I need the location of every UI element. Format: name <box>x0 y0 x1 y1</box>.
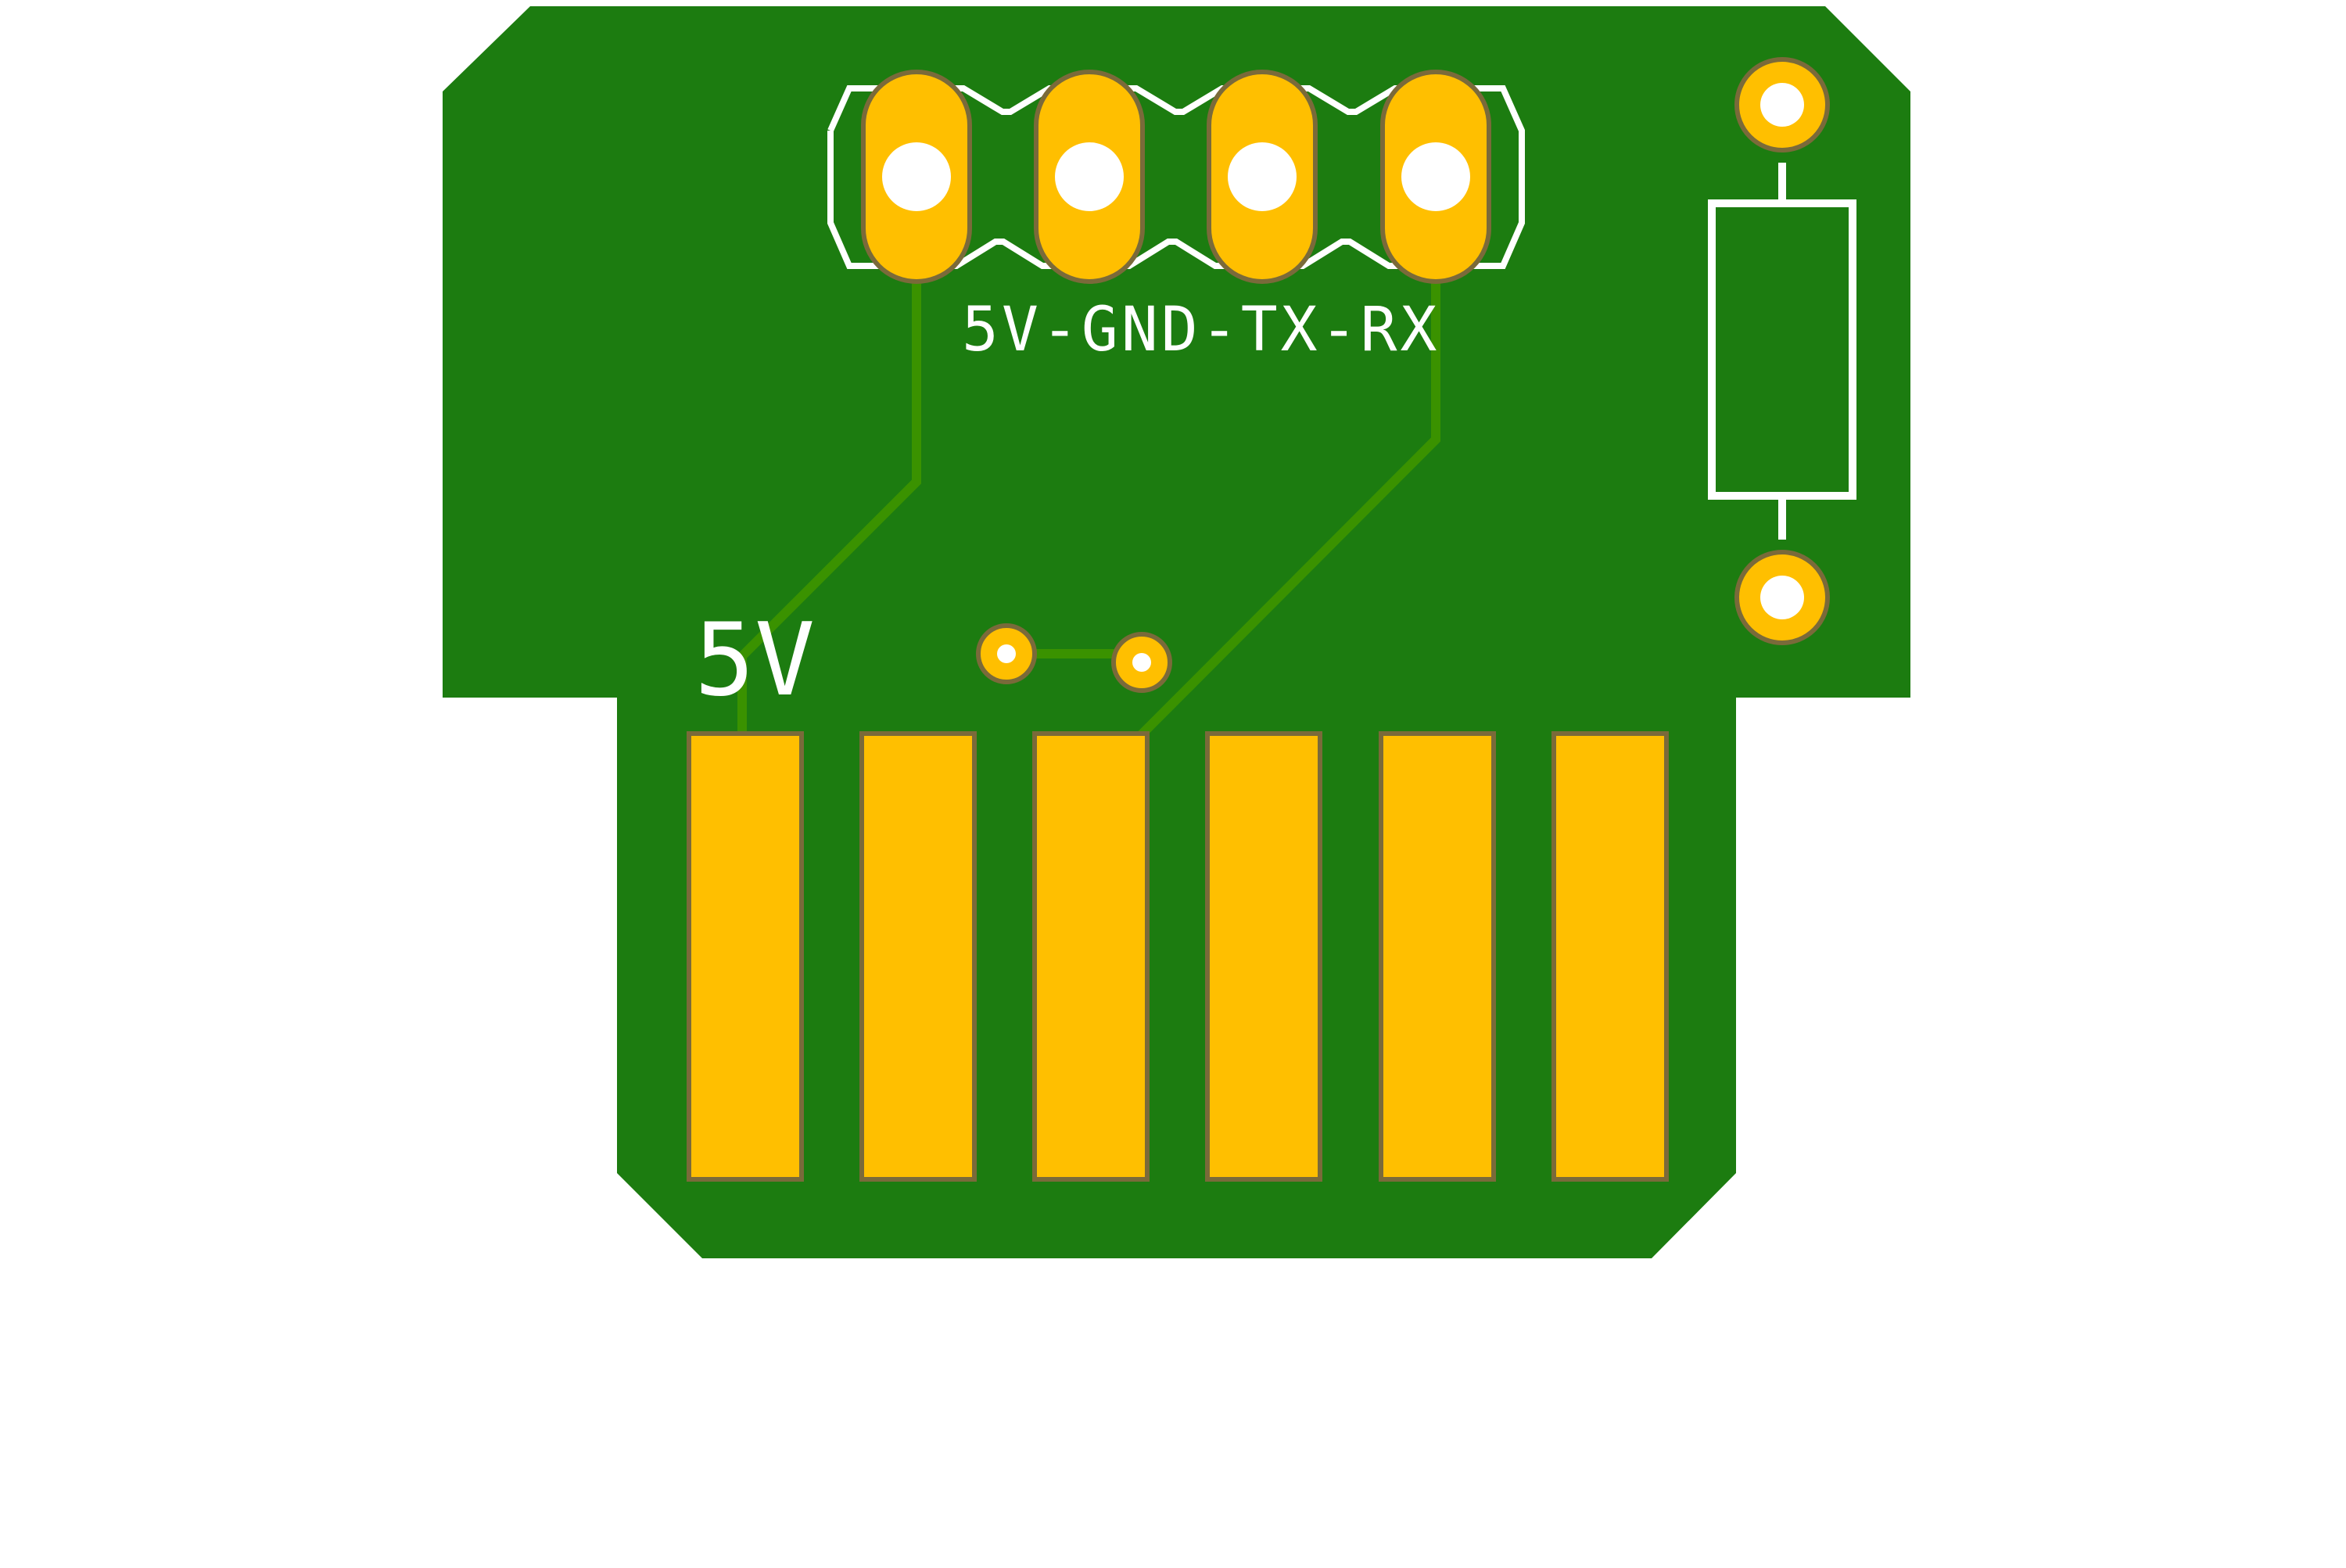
edge-contact-4 <box>1205 731 1322 1182</box>
edge-contact-1 <box>687 731 804 1182</box>
resistor-outline-icon <box>1708 163 1856 540</box>
pin-header <box>861 70 1491 284</box>
edge-contact-5 <box>1379 731 1496 1182</box>
header-pin-tx <box>1207 70 1318 284</box>
drill-hole <box>1401 142 1470 211</box>
drill-hole <box>1228 142 1297 211</box>
drill-hole <box>997 644 1016 663</box>
drill-hole <box>882 142 951 211</box>
drill-hole <box>1760 83 1804 127</box>
board-substrate <box>443 6 1910 1258</box>
via-icon <box>976 623 1037 684</box>
trace-5v <box>737 177 921 734</box>
vias <box>976 623 1172 693</box>
edge-connector <box>687 731 1669 1182</box>
header-pin-gnd <box>1034 70 1145 284</box>
edge-contact-2 <box>859 731 977 1182</box>
header-pin-label: 5V-GND-TX-RX <box>962 295 1440 365</box>
resistor <box>1734 57 1830 645</box>
header-pin-5v <box>861 70 972 284</box>
drill-hole <box>1760 576 1804 619</box>
resistor-pad-1 <box>1734 57 1830 152</box>
drill-hole <box>1132 653 1151 672</box>
edge-contact-6 <box>1551 731 1669 1182</box>
header-pin-rx <box>1380 70 1491 284</box>
resistor-pad-2 <box>1734 550 1830 645</box>
edge-contact-3 <box>1032 731 1150 1182</box>
drill-hole <box>1055 142 1124 211</box>
edge-5v-label: 5V <box>694 602 815 719</box>
via-icon <box>1111 632 1172 693</box>
